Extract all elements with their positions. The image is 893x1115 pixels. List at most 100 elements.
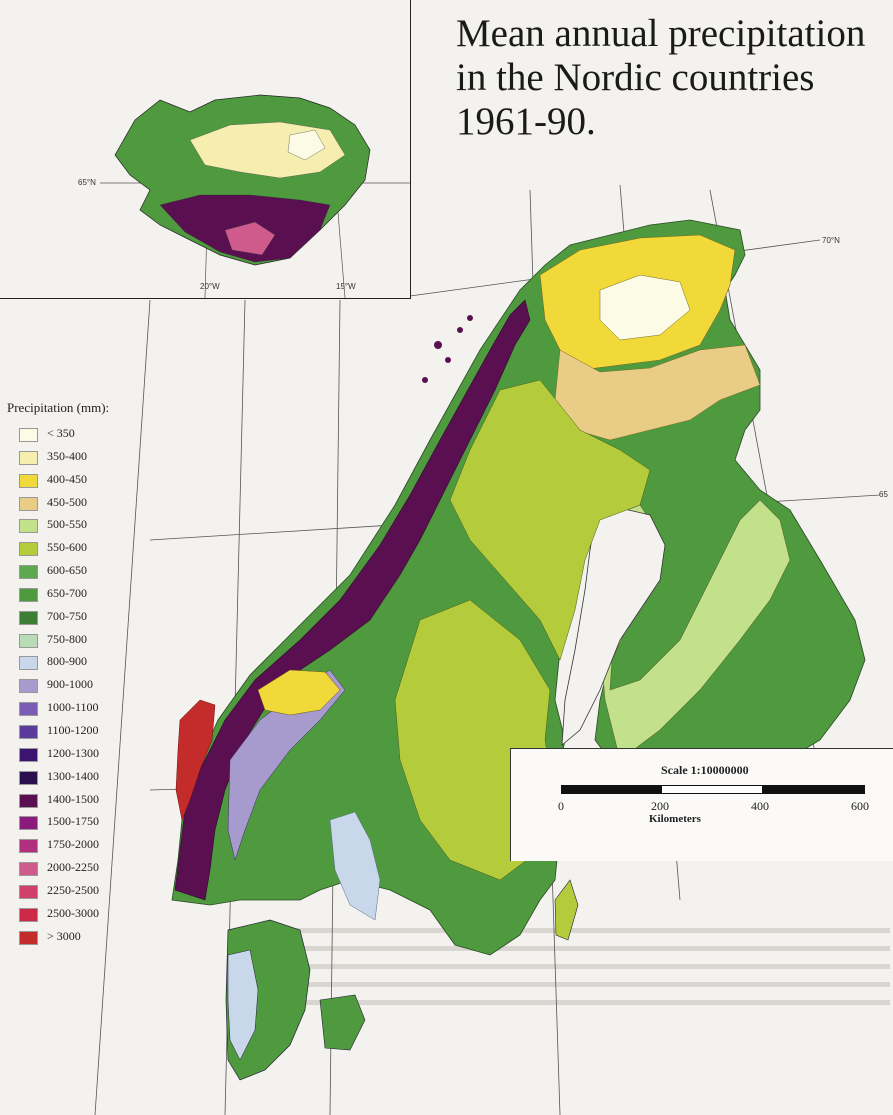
legend-item: 450-500 [7, 495, 127, 518]
scale-unit: Kilometers [649, 813, 701, 825]
denmark-west-blue [227, 949, 259, 1061]
legend-swatch [19, 633, 38, 648]
title-line-3: 1961-90. [456, 100, 596, 143]
scale-bar [561, 785, 865, 794]
legend-swatch [19, 839, 38, 854]
legend-label: 750-800 [47, 631, 87, 646]
inset-lon-label-2: 15°W [336, 282, 356, 291]
legend-label: 900-1000 [47, 677, 93, 692]
lapland-pale [599, 274, 691, 341]
legend-swatch [19, 565, 38, 580]
legend-item: 1300-1400 [7, 769, 127, 792]
legend-item: 1500-1750 [7, 814, 127, 837]
legend-item: 1100-1200 [7, 723, 127, 746]
iceland-map [100, 94, 410, 298]
legend-item: < 350 [7, 426, 127, 449]
legend-label: 1300-1400 [47, 768, 99, 783]
legend-title: Precipitation (mm): [7, 400, 110, 415]
legend-item: 2500-3000 [7, 906, 127, 929]
legend-label: 700-750 [47, 608, 87, 623]
scale-tick-0: 0 [558, 799, 564, 813]
legend-item: > 3000 [7, 929, 127, 952]
legend-swatch [19, 793, 38, 808]
legend-swatch [19, 770, 38, 785]
legend-label: 1200-1300 [47, 745, 99, 760]
legend-label: 450-500 [47, 494, 87, 509]
legend-swatch [19, 610, 38, 625]
lat-70-label: 70°N [822, 236, 840, 245]
scale-segment-1 [562, 786, 662, 793]
scale-title: Scale 1:10000000 [661, 763, 749, 777]
legend-item: 650-700 [7, 586, 127, 609]
legend-item: 900-1000 [7, 677, 127, 700]
legend-swatch [19, 702, 38, 717]
precipitation-legend: Precipitation (mm): < 350 350-400 400-450 4… [7, 400, 127, 951]
legend-label: < 350 [47, 426, 75, 440]
legend-swatch [19, 496, 38, 511]
lat-65-label: 65 [879, 490, 888, 499]
inset-lon-label-1: 20°W [200, 282, 220, 291]
legend-swatch [19, 862, 38, 877]
legend-label: 650-700 [47, 585, 87, 600]
map-title: Mean annual precipitation in the Nordic … [456, 12, 886, 144]
legend-swatch [19, 450, 38, 465]
legend-label: 2500-3000 [47, 905, 99, 920]
norway-west-coast-purple [174, 299, 531, 901]
legend-label: 600-650 [47, 563, 87, 578]
legend-label: 1400-1500 [47, 791, 99, 806]
legend-label: 500-550 [47, 517, 87, 532]
legend-label: 1750-2000 [47, 837, 99, 852]
legend-label: 1100-1200 [47, 722, 99, 737]
legend-item: 1400-1500 [7, 792, 127, 815]
legend-swatch [19, 519, 38, 534]
gulf-of-bothnia [561, 507, 666, 746]
legend-label: 800-900 [47, 654, 87, 669]
scale-tick-600: 600 [851, 799, 869, 813]
south-sweden-blue [329, 811, 381, 921]
gotland [554, 879, 579, 941]
legend-label: 350-400 [47, 448, 87, 463]
legend-swatch [19, 587, 38, 602]
legend-label: 2250-2500 [47, 882, 99, 897]
norway-high-yellow [257, 669, 341, 716]
legend-item: 1200-1300 [7, 746, 127, 769]
inset-lat-label: 65°N [78, 178, 96, 187]
legend-items: < 350 350-400 400-450 450-500 500-550 550-600… [7, 426, 127, 951]
legend-item: 1000-1100 [7, 700, 127, 723]
legend-swatch [19, 747, 38, 762]
legend-swatch [19, 542, 38, 557]
legend-item: 800-900 [7, 654, 127, 677]
legend-swatch [19, 884, 38, 899]
legend-item: 500-550 [7, 517, 127, 540]
legend-item: 400-450 [7, 472, 127, 495]
legend-label: 2000-2250 [47, 860, 99, 875]
legend-item: 350-400 [7, 449, 127, 472]
legend-swatch [19, 679, 38, 694]
legend-item: 700-750 [7, 609, 127, 632]
legend-label: 1500-1750 [47, 814, 99, 829]
legend-label: 400-450 [47, 471, 87, 486]
north-sweden-yellowgreen [449, 379, 651, 661]
legend-label: > 3000 [47, 928, 81, 943]
scale-segment-2 [762, 786, 864, 793]
legend-swatch [19, 930, 38, 945]
scale-tick-400: 400 [751, 799, 769, 813]
title-line-2: in the Nordic countries [456, 56, 815, 99]
zealand [319, 994, 366, 1051]
legend-item: 550-600 [7, 540, 127, 563]
legend-item: 2000-2250 [7, 860, 127, 883]
legend-item: 2250-2500 [7, 883, 127, 906]
legend-swatch [19, 656, 38, 671]
legend-item: 750-800 [7, 632, 127, 655]
legend-item: 1750-2000 [7, 837, 127, 860]
title-line-1: Mean annual precipitation [456, 12, 866, 55]
legend-swatch [19, 428, 38, 442]
iceland-inset: 65°N 20°W 15°W [0, 0, 411, 299]
legend-label: 1000-1100 [47, 700, 99, 715]
legend-item: 600-650 [7, 563, 127, 586]
scale-tick-200: 200 [651, 799, 669, 813]
legend-swatch [19, 816, 38, 831]
lofoten-islands [422, 315, 473, 383]
legend-swatch [19, 724, 38, 739]
